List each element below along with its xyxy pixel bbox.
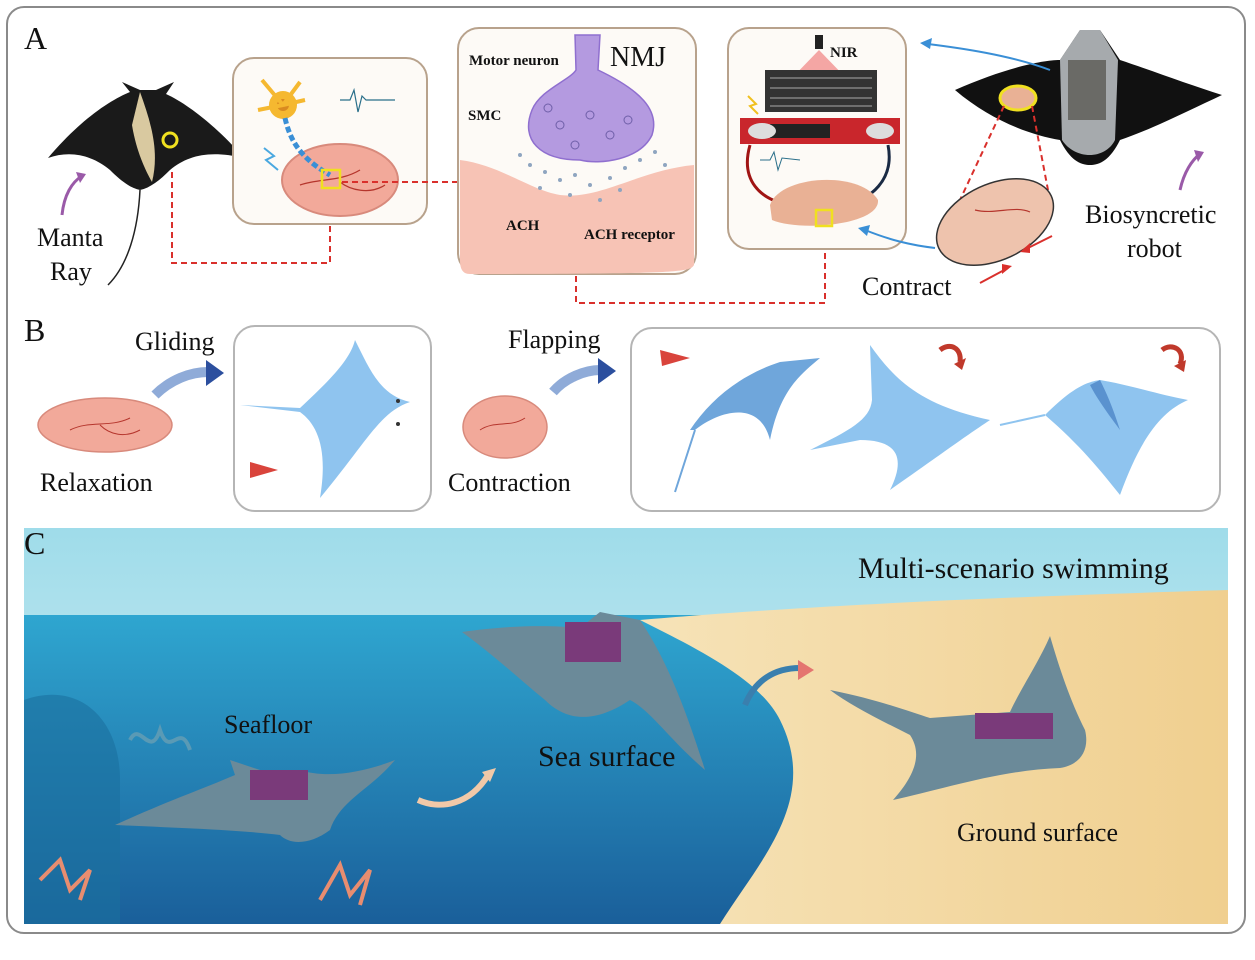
panel-letter-a: A xyxy=(24,20,48,56)
flapping-label: Flapping xyxy=(508,325,601,354)
panel-letter-c: C xyxy=(24,525,46,561)
sea-surface-label: Sea surface xyxy=(538,740,676,773)
manta-label-2: Ray xyxy=(50,257,92,286)
robot-seafloor xyxy=(115,760,395,842)
ach-label: ACH xyxy=(506,218,540,234)
smc-label: SMC xyxy=(468,108,502,124)
contract-label: Contract xyxy=(862,272,952,301)
relaxation-label: Relaxation xyxy=(40,468,153,497)
multi-scenario-title: Multi-scenario swimming xyxy=(858,552,1169,585)
contraction-label: Contraction xyxy=(448,468,571,497)
ground-surface-label: Ground surface xyxy=(957,818,1118,847)
robot-label-2: robot xyxy=(1127,234,1182,263)
manta-ray-illustration xyxy=(48,82,244,286)
gliding-label: Gliding xyxy=(135,327,215,356)
figure-frame xyxy=(6,6,1246,934)
motor-neuron-label: Motor neuron xyxy=(469,53,559,69)
manta-label-1: Manta xyxy=(37,223,104,252)
seafloor-label: Seafloor xyxy=(224,710,313,739)
ach-receptor-label: ACH receptor xyxy=(584,227,675,243)
nir-label: NIR xyxy=(830,45,858,61)
nmj-label: NMJ xyxy=(610,42,667,73)
robot-ground-surface xyxy=(830,636,1087,800)
robot-sea-surface xyxy=(462,612,705,770)
panel-letter-b: B xyxy=(24,312,46,348)
robot-label-1: Biosyncretic xyxy=(1085,200,1217,229)
